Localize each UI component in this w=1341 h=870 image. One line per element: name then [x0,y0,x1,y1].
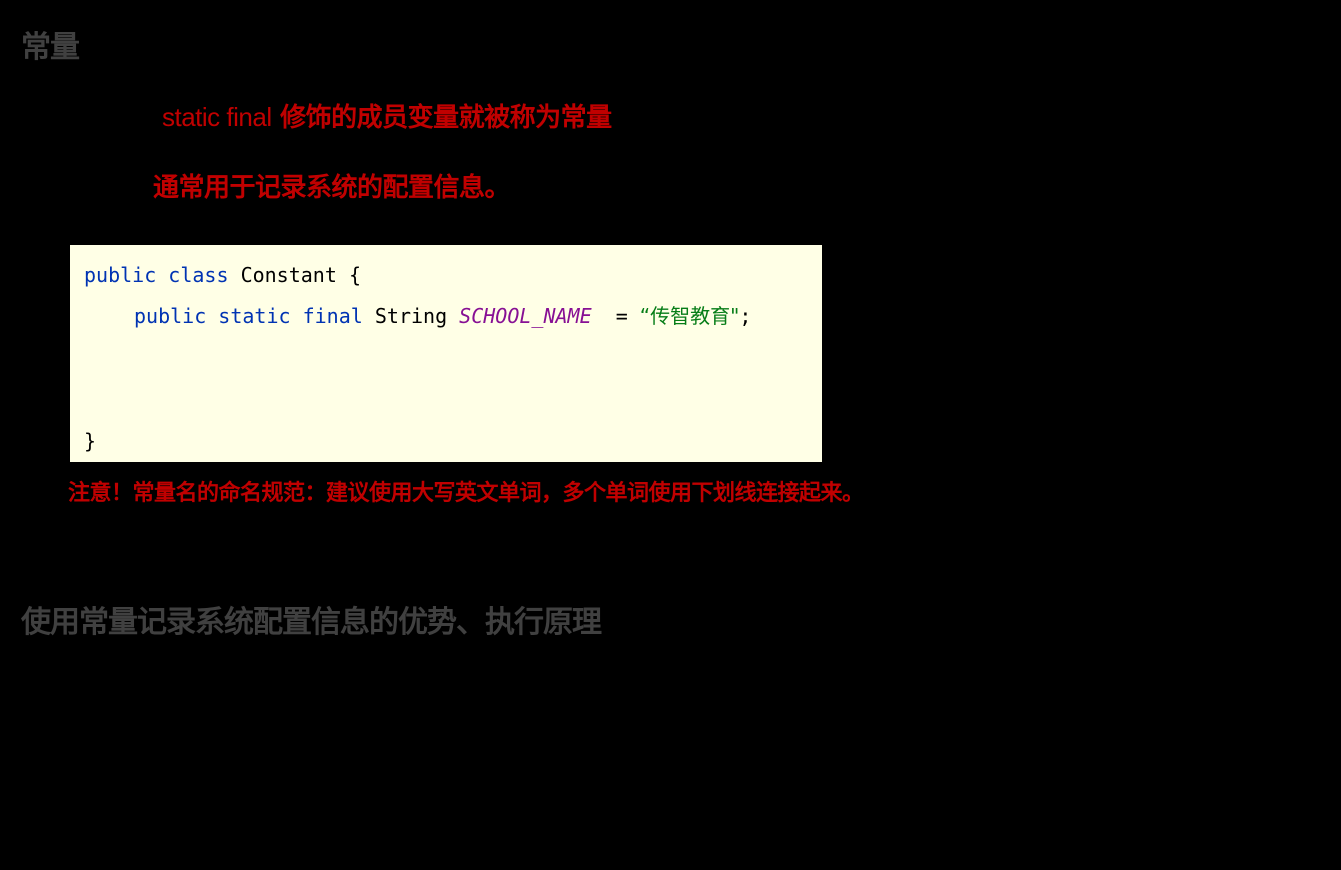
type-string: String [374,304,448,328]
keyword-class: class [168,263,229,287]
definition-description: 修饰的成员变量就被称为常量 [271,103,612,133]
constant-name: SCHOOL_NAME [459,304,592,328]
close-brace: } [84,429,97,453]
assign-operator: = [615,304,628,328]
keyword-public: public [84,263,157,287]
keyword-final: final [302,304,363,328]
constant-definition: static final 修饰的成员变量就被称为常量 [162,101,612,134]
naming-convention-note: 注意！常量名的命名规范：建议使用大写英文单词，多个单词使用下划线连接起来。 [68,481,864,506]
keyword-public: public [134,304,207,328]
static-final-keyword-text: static final [162,102,272,132]
code-line-class-declaration: public class Constant { [84,262,361,288]
code-line-close-brace: } [84,428,96,454]
constant-usage-text: 通常用于记录系统的配置信息。 [153,173,511,203]
code-example-block: public class Constant { public static fi… [70,245,822,462]
code-line-constant-field: public static final String SCHOOL_NAME =… [134,303,751,329]
open-brace: { [348,263,361,287]
keyword-static: static [218,304,291,328]
class-name: Constant [240,263,337,287]
constants-heading: 常量 [21,30,80,65]
advantages-heading: 使用常量记录系统配置信息的优势、执行原理 [21,605,602,640]
string-literal: “传智教育" [639,304,740,328]
semicolon: ; [739,304,752,328]
